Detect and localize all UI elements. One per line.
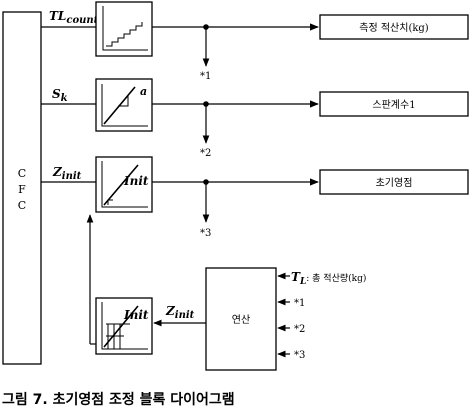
feedback-signal-label: Zinit xyxy=(165,304,195,321)
figure-caption: 그림 7. 초기영점 조정 블록 다이어그램 xyxy=(2,391,235,408)
row1-output-text: 측정 적산치(kg) xyxy=(359,22,429,34)
ramp-icon xyxy=(101,84,148,127)
row2-block-label: a xyxy=(140,85,147,98)
staircase-icon xyxy=(102,6,148,51)
calc-input-label: *3 xyxy=(294,350,305,361)
row1-block xyxy=(95,1,153,57)
calc-input-label: TL: 총 적산량(kg) xyxy=(291,270,366,287)
row3-input-label: Zinit xyxy=(52,165,82,182)
row1-tap-label: *1 xyxy=(200,71,211,82)
cfc-letter: C xyxy=(18,167,26,180)
row3-output-box xyxy=(319,169,469,195)
row2-output-box xyxy=(319,91,469,117)
row3-tap-label: *3 xyxy=(200,228,211,239)
row2-block xyxy=(95,78,153,132)
row2-input-label: Sk xyxy=(52,87,68,104)
cfc-block xyxy=(2,11,42,365)
row3-output-text: 초기영점 xyxy=(376,177,413,189)
calc-input-label: *2 xyxy=(294,324,305,335)
feedback-block-label: Init xyxy=(123,308,149,322)
calc-block xyxy=(205,267,277,371)
row2-output-text: 스판계수1 xyxy=(372,99,415,111)
row3-block-label: Init xyxy=(123,174,149,188)
calc-label: 연산 xyxy=(232,314,250,326)
calc-input-label: *1 xyxy=(294,298,305,309)
init-ramp-icon xyxy=(101,161,148,208)
row1-output-box xyxy=(319,14,469,40)
init-grid-icon xyxy=(101,302,148,350)
row2-tap-label: *2 xyxy=(200,148,211,159)
cfc-letter: F xyxy=(18,183,26,196)
row1-input-label: TLcount xyxy=(49,9,99,26)
cfc-letter: C xyxy=(18,199,26,212)
